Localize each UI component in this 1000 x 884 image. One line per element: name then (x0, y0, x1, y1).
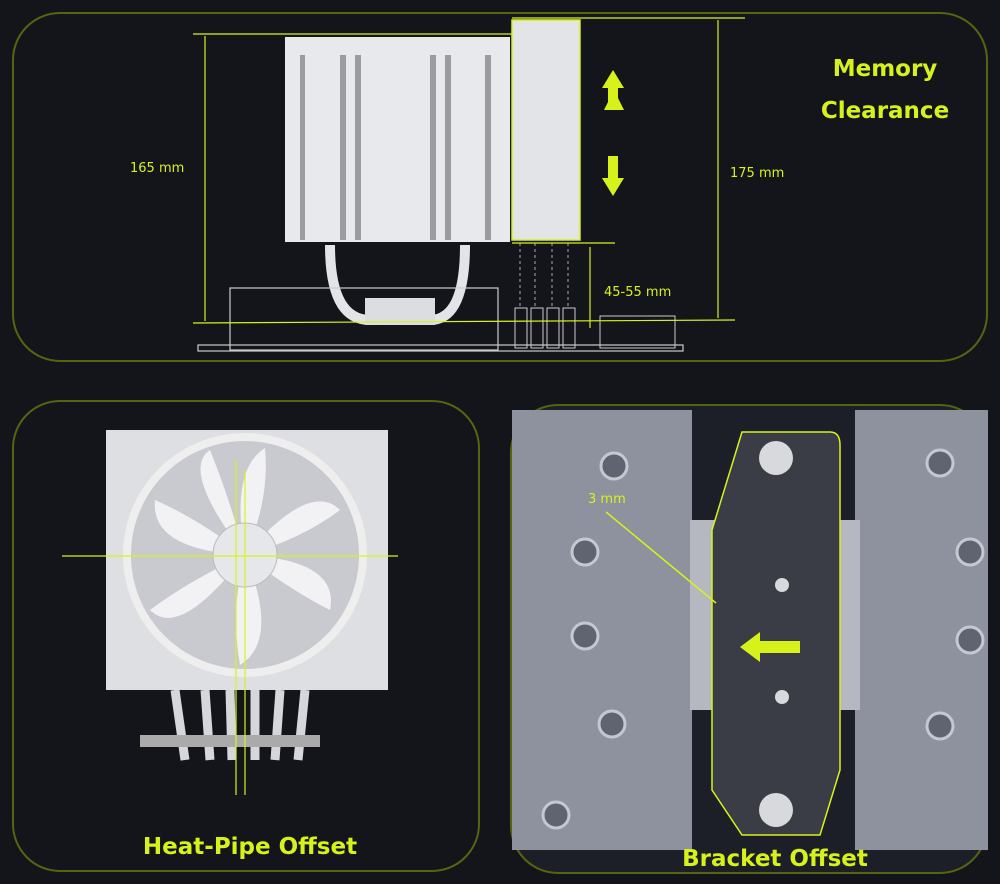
motherboard-outline (229, 287, 499, 351)
ram-range-label: 45-55 mm (604, 285, 672, 300)
mounting-bracket (711, 431, 841, 836)
memory-clearance-title: Memory Clearance (800, 48, 970, 132)
left-arrow-icon (740, 632, 800, 662)
screw-heads (541, 448, 985, 830)
up-down-arrows-icon (602, 70, 624, 196)
leader-line (605, 511, 717, 604)
heat-pipe-offset-title: Heat-Pipe Offset (142, 834, 358, 860)
dimension-lines (192, 17, 745, 328)
title-line-2: Clearance (820, 98, 950, 124)
bracket-screw-bottom (759, 793, 793, 827)
heatsink-left (512, 410, 692, 850)
cooler-height-label: 165 mm (130, 161, 185, 176)
heat-pipes (170, 689, 310, 761)
title-line-1: Memory (832, 56, 938, 82)
fan (511, 19, 581, 241)
heatsink (285, 37, 510, 242)
heat-pipe-offset-panel (12, 400, 480, 872)
memory-clearance-panel (12, 12, 988, 362)
bracket-offset-value: 3 mm (588, 492, 626, 507)
total-height-label: 175 mm (730, 166, 785, 181)
bracket-screw-top (759, 441, 793, 475)
bracket-offset-title: Bracket Offset (682, 846, 868, 872)
offset-crosshair (62, 460, 398, 795)
ram-slots (514, 307, 676, 349)
